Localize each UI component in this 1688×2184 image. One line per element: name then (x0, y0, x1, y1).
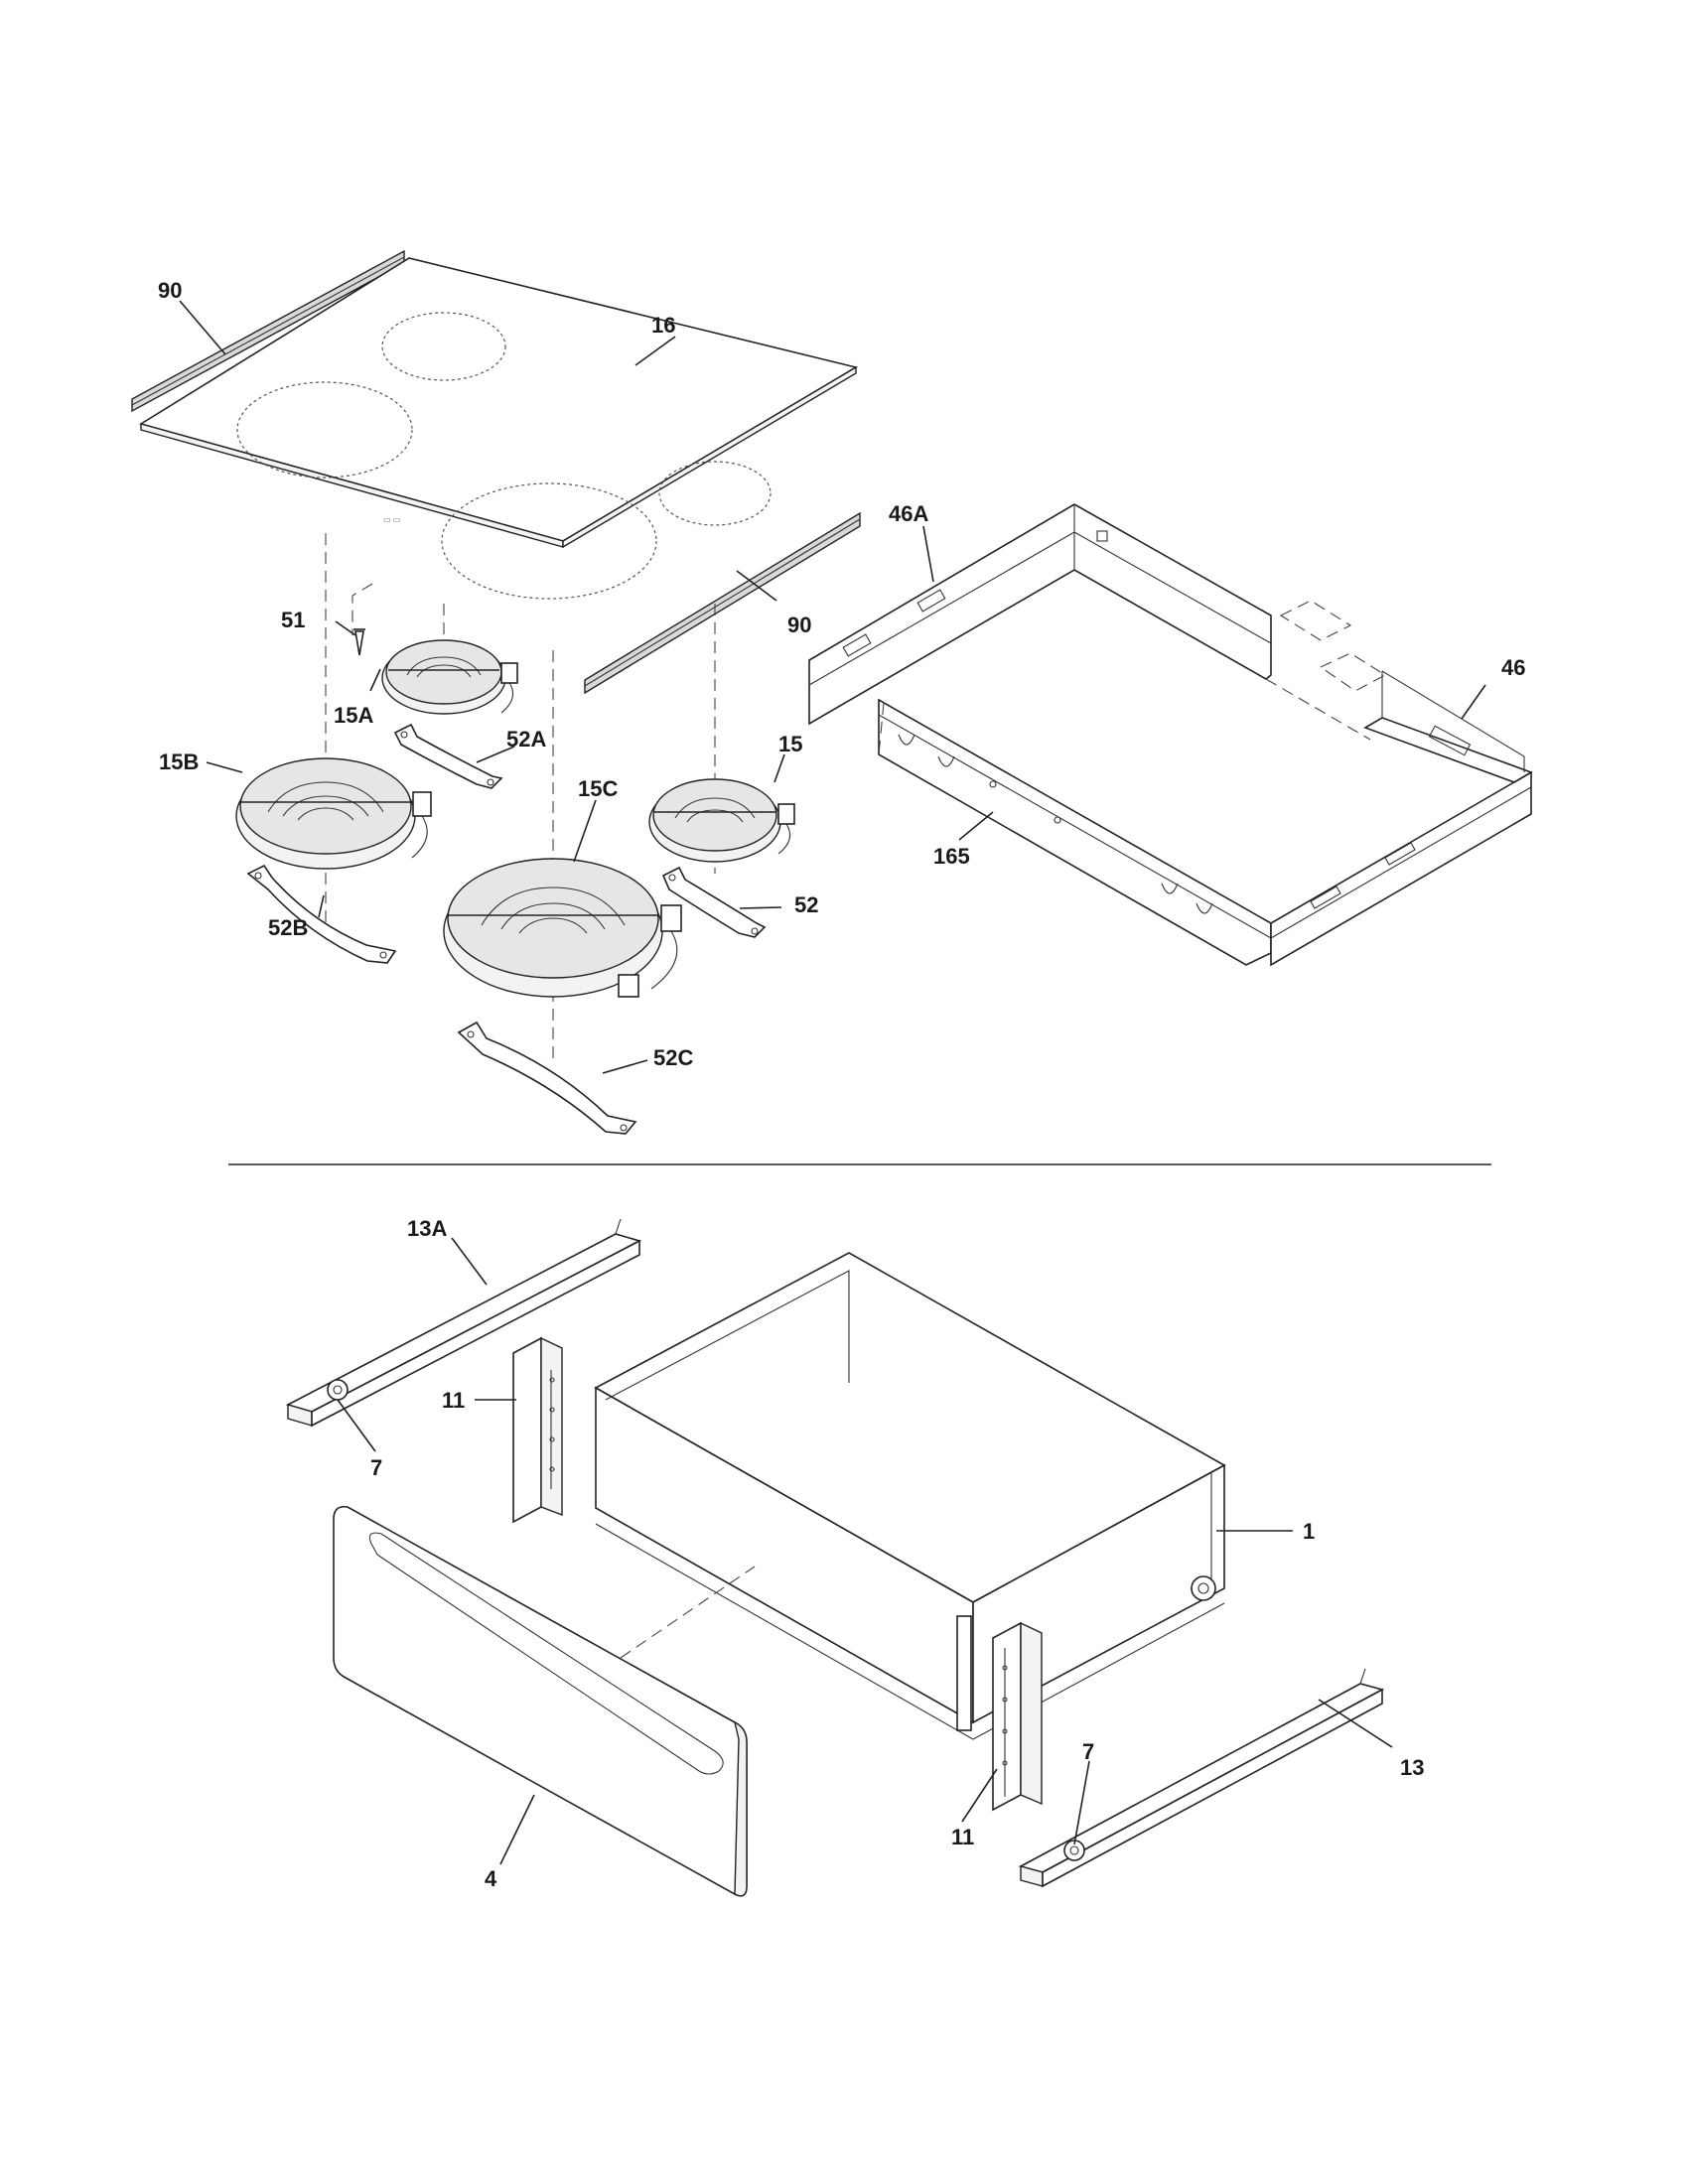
callout-13a: 13A (407, 1216, 447, 1241)
callout-4: 4 (485, 1866, 497, 1891)
frame-rail-46 (1270, 670, 1533, 967)
callout-7-right: 7 (1082, 1739, 1094, 1764)
radiant-element-15 (648, 778, 795, 863)
leader-lines (179, 300, 1486, 1865)
callout-46a: 46A (889, 501, 928, 526)
frame-rail-46a (808, 503, 1272, 726)
callout-15a: 15A (334, 703, 373, 728)
alignment-line-drawer (620, 1566, 756, 1659)
drawer-slide-13a (285, 1218, 642, 1428)
callout-1: 1 (1303, 1519, 1315, 1544)
bracket-52a (393, 723, 503, 789)
drawer-box-1 (594, 1252, 1226, 1740)
callout-15b: 15B (159, 750, 199, 774)
drawer-front-panel-4 (333, 1505, 748, 1897)
callout-90-front: 90 (787, 613, 811, 637)
bracket-52 (661, 866, 767, 938)
frame-rail-165 (878, 698, 1272, 966)
radiant-element-15b (235, 757, 432, 870)
callout-13: 13 (1400, 1755, 1424, 1780)
callout-165: 165 (933, 844, 970, 869)
drawer-bracket-11-left (512, 1336, 563, 1524)
callout-52a: 52A (506, 727, 546, 751)
alignment-lines-frame (878, 600, 1387, 755)
drawer-bracket-11-right (992, 1621, 1043, 1812)
clip-51 (353, 628, 365, 656)
callout-52: 52 (794, 892, 818, 917)
drawer-slide-13 (1018, 1668, 1385, 1888)
trim-strip-90-front (584, 511, 861, 695)
callout-90-rear: 90 (158, 278, 182, 303)
callout-15c: 15C (578, 776, 618, 801)
radiant-element-15a (381, 639, 518, 715)
callout-11-right: 11 (951, 1825, 974, 1849)
callout-51: 51 (281, 608, 305, 632)
callout-15: 15 (778, 732, 802, 756)
glass-cooktop-16: ▭ ▭ (139, 257, 859, 600)
radiant-element-15c (443, 858, 682, 998)
callout-7-left: 7 (370, 1455, 382, 1480)
callout-16: 16 (651, 313, 675, 338)
callout-11-left: 11 (442, 1388, 465, 1413)
callout-52b: 52B (268, 915, 308, 940)
bracket-52b (246, 864, 397, 964)
callout-46: 46 (1501, 655, 1525, 680)
bracket-52c (457, 1021, 637, 1135)
callout-52c: 52C (653, 1045, 693, 1070)
svg-text:▭ ▭: ▭ ▭ (383, 515, 400, 524)
